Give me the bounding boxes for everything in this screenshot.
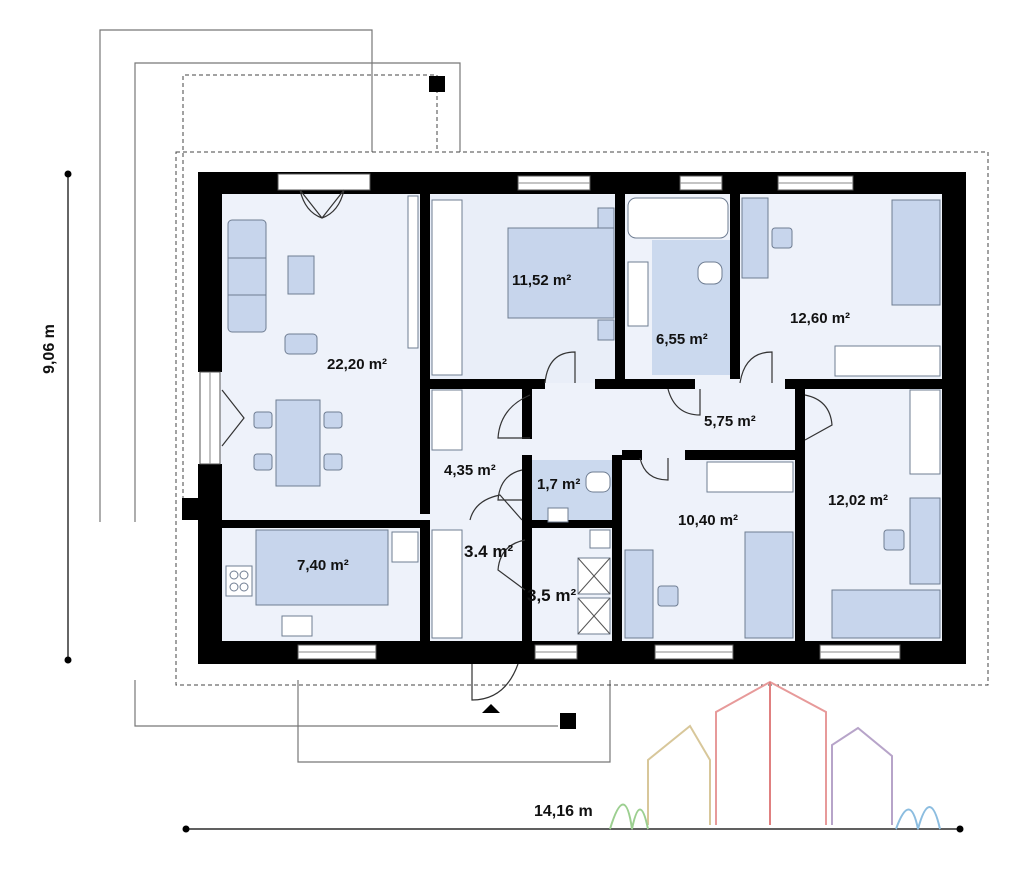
wardrobe [431, 529, 463, 639]
desk [909, 497, 941, 585]
door-swings [221, 189, 833, 701]
desk [741, 197, 769, 279]
area-label-bathroom: 6,55 m² [656, 331, 708, 348]
area-label-entry: 3.4 m² [464, 542, 514, 561]
desk [624, 549, 654, 639]
tv-cabinet [407, 195, 419, 349]
armchair [284, 333, 318, 355]
area-label-bedroom-1: 11,52 m² [512, 272, 572, 289]
dimension-lines [67, 174, 960, 830]
area-label-bedroom-2: 12,60 m² [790, 310, 851, 327]
window-lines [209, 182, 900, 653]
area-label-bedroom-3: 12,02 m² [828, 492, 889, 509]
bed [507, 227, 615, 319]
area-label-wc: 1,7 m² [537, 476, 581, 493]
dimension-endpoints [64, 170, 964, 833]
column-marker [429, 76, 445, 92]
kitchen-island [255, 529, 389, 606]
toilet [697, 261, 723, 285]
terrace-dashed-outline [175, 74, 989, 686]
bed [744, 531, 794, 639]
area-label-utility: 3,5 m² [527, 586, 577, 605]
area-label-living: 22,20 m² [327, 356, 388, 373]
wardrobe [706, 461, 794, 493]
stove [225, 565, 253, 597]
area-label-corridor: 4,35 m² [444, 462, 496, 479]
wardrobe [834, 345, 941, 377]
area-label-kitchen: 7,40 m² [297, 557, 349, 574]
bed [831, 589, 941, 639]
entrance-arrow [482, 704, 500, 713]
watermark-logo [609, 680, 941, 830]
coffee-table [287, 255, 315, 295]
sink [281, 615, 313, 637]
dimension-width-label: 14,16 m [534, 803, 593, 820]
bathtub [627, 197, 729, 239]
hatching [577, 557, 611, 635]
wardrobe [431, 389, 463, 451]
furniture [225, 195, 941, 639]
sofa [227, 219, 267, 333]
area-label-hall: 5,75 m² [704, 413, 756, 430]
wardrobe [909, 389, 941, 475]
column-marker [560, 713, 576, 729]
bath-floor-accent [652, 240, 732, 375]
interior-walls [212, 194, 942, 644]
dimension-depth-label: 9,06 m [41, 324, 58, 374]
wc-toilet [585, 471, 611, 493]
bed [891, 199, 941, 306]
fridge [391, 531, 419, 563]
dining-table [275, 399, 321, 487]
wardrobe [431, 199, 463, 376]
outer-walls [182, 172, 966, 664]
roof-outlines [99, 29, 611, 763]
area-label-bedroom-4: 10,40 m² [678, 512, 739, 529]
